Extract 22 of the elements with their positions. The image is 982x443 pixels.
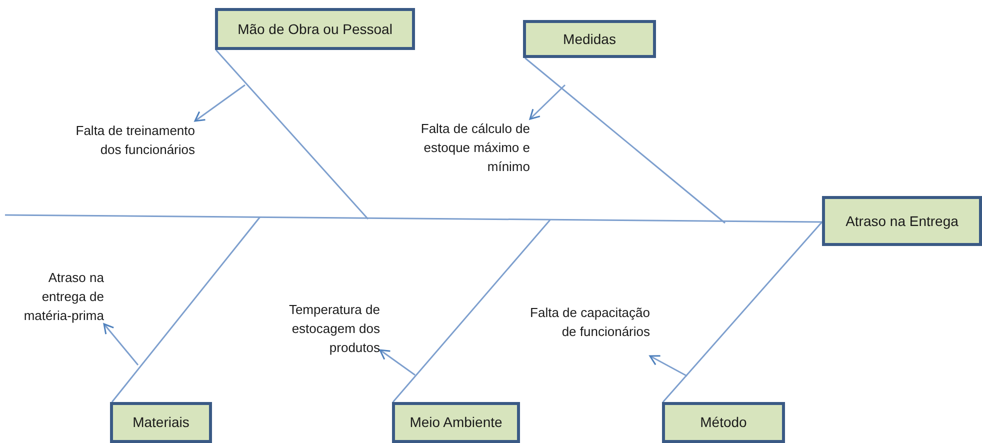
cause-text: Falta de treinamento dos funcionários — [70, 121, 195, 159]
arrow — [194, 84, 246, 122]
cause-text: Temperatura de estocagem dos produtos — [262, 300, 380, 357]
arrow — [529, 84, 566, 120]
category-box: Método — [662, 402, 785, 443]
spine-line — [5, 214, 822, 223]
category-box: Medidas — [523, 20, 656, 58]
category-box: Materiais — [110, 402, 212, 443]
bone-line — [662, 222, 823, 402]
bone-line — [524, 57, 726, 224]
category-box: Meio Ambiente — [392, 402, 520, 443]
bone-line — [392, 220, 551, 402]
category-box: Mão de Obra ou Pessoal — [215, 8, 415, 50]
cause-text: Falta de capacitação de funcionários — [530, 303, 650, 341]
category-box: Atraso na Entrega — [822, 196, 982, 246]
cause-text: Atraso na entrega de matéria-prima — [4, 268, 104, 325]
arrow — [103, 323, 139, 366]
cause-text: Falta de cálculo de estoque máximo e mínimo — [412, 119, 530, 176]
bone-line — [111, 216, 261, 402]
bone-line — [215, 50, 369, 220]
arrow — [379, 349, 416, 376]
arrow — [649, 355, 688, 377]
